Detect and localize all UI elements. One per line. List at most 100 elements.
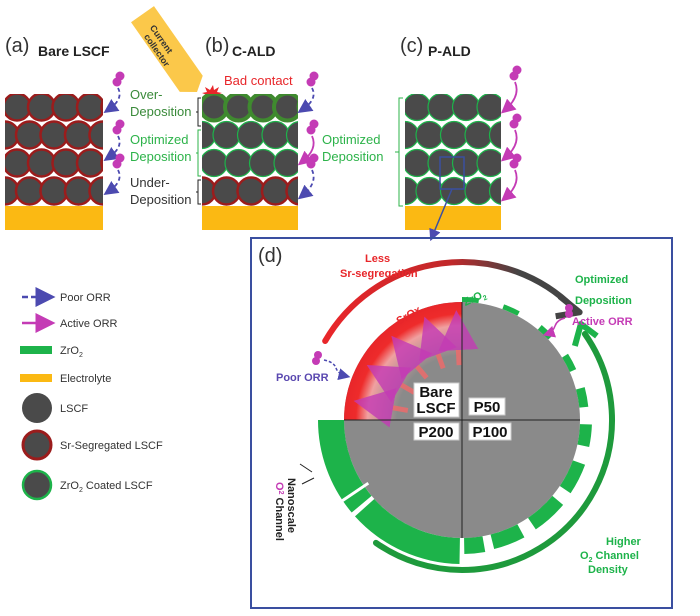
higher-o2-channel-density-arrow — [372, 330, 615, 574]
zro2-deposit — [464, 536, 486, 554]
lscf-particle — [367, 178, 394, 205]
legend-item: Electrolyte — [20, 373, 111, 385]
sr-segregated-circle-icon — [21, 429, 53, 461]
lscf-particle-stack — [202, 94, 298, 206]
legend-item: Sr-Segregated LSCF — [21, 429, 163, 461]
lscf-particle-stack — [5, 94, 103, 206]
legend-text: Poor ORR — [60, 292, 111, 304]
o2-molecule-icon — [306, 159, 316, 169]
lscf-particle — [63, 176, 94, 206]
lscf-particle — [451, 94, 481, 122]
poor-orr-label: Poor ORR — [276, 372, 329, 384]
lscf-particle — [476, 148, 501, 178]
nanoscale-o2-channel — [338, 481, 370, 505]
panel-a-title: Bare LSCF — [38, 43, 110, 59]
zoom-pointer-arrow — [429, 188, 453, 242]
lscf-particle — [464, 176, 493, 206]
bracket — [196, 129, 201, 177]
arrowhead-icon — [555, 293, 583, 320]
panel-d-tag: (d) — [258, 245, 282, 267]
lscf-particle — [212, 120, 241, 150]
sr-diffusion-arrow-icon — [353, 388, 409, 428]
bracket — [196, 179, 201, 205]
optimized-label-1: Optimized — [322, 132, 381, 147]
lscf-particle — [415, 176, 444, 206]
active-orr-label: Active ORR — [572, 316, 633, 328]
panel-b-tag: (b) — [205, 35, 229, 57]
lscf-particle — [488, 121, 501, 149]
o2-molecule-icon — [565, 310, 573, 318]
optimized-label: Optimized — [575, 274, 628, 286]
lscf-particle — [211, 176, 242, 206]
zro2-deposit — [575, 387, 589, 408]
o2-molecule-icon — [112, 125, 122, 135]
lscf-particle — [63, 120, 94, 150]
o2-molecule-icon — [112, 159, 122, 169]
lscf-particle — [439, 120, 469, 150]
legend-label: Active ORR — [60, 318, 118, 330]
zro2-deposit — [577, 424, 592, 448]
sr-diffusion-arrow-icon — [419, 316, 457, 370]
lscf-particle — [75, 148, 103, 178]
quadrant-label-box — [468, 397, 506, 416]
panel-c-tag: (c) — [400, 35, 423, 57]
lscf-particle-stack — [367, 94, 501, 206]
legend-text: ZrO — [60, 480, 79, 492]
o2-molecule-icon — [509, 159, 519, 169]
lscf-particle — [236, 120, 266, 150]
legend-label: LSCF — [60, 403, 88, 415]
lscf-particle — [88, 176, 103, 206]
lscf-particle — [427, 148, 456, 178]
panel-c: (c) P-ALD Optimized Deposition — [322, 35, 522, 242]
lscf-particle — [39, 176, 69, 206]
o2-molecule-icon — [112, 77, 122, 87]
panel-b: (b) C-ALD Current collector Bad contact … — [130, 6, 319, 230]
active-orr-arrow-icon — [500, 129, 518, 162]
legend-text: Sr-Segregated LSCF — [60, 440, 163, 452]
o2-channel-label: O2 Channel — [580, 550, 639, 564]
zro2-deposit — [502, 304, 520, 316]
panel-d: (d) Less Sr-segregation ZrO2 SrOx Optimi… — [250, 237, 673, 609]
orr-arrows — [297, 71, 319, 200]
legend-item: Active ORR — [22, 313, 118, 333]
legend-text: Electrolyte — [60, 373, 111, 385]
poor-orr-arrow-icon — [297, 169, 315, 200]
legend-label: ZrO2 — [60, 345, 83, 359]
legend-item: ZrO2 — [20, 345, 83, 359]
panel-d-frame — [250, 237, 673, 609]
legend-text: ZrO — [60, 345, 79, 357]
deposition-label: Deposition — [575, 295, 632, 307]
o2-channel-vertical-label: O2 Channel — [273, 482, 285, 541]
over-label-2: Deposition — [130, 104, 191, 119]
legend-text: Coated LSCF — [83, 480, 153, 492]
zro2-subscript: 2 — [482, 294, 489, 302]
lscf-particle — [26, 148, 57, 178]
electrolyte-layer — [405, 206, 501, 230]
arrowhead-icon — [571, 320, 599, 347]
o2-molecule-icon — [312, 357, 320, 365]
lscf-particle — [272, 94, 298, 123]
lscf-label: LSCF — [416, 400, 455, 417]
poor-orr-arrows — [103, 71, 125, 196]
o2-molecule-icon — [509, 71, 519, 81]
lscf-particle — [202, 120, 217, 150]
poor-orr-arrow-icon — [103, 169, 121, 196]
o2-molecule-icon — [306, 77, 316, 87]
particle-cross-section — [312, 259, 615, 574]
lscf-particle — [51, 94, 81, 122]
quadrant-label-box — [413, 382, 460, 418]
lscf-particle — [88, 120, 103, 150]
quadrant-label-box — [413, 422, 460, 441]
lscf-particle — [224, 148, 253, 178]
o2-molecule-icon — [565, 304, 573, 312]
legend-text: LSCF — [60, 403, 88, 415]
poor-orr-arrow-icon — [103, 87, 121, 114]
poor-orr-arrow-icon — [297, 87, 315, 114]
lscf-particle — [100, 154, 103, 172]
quadrant-label-box — [468, 422, 512, 441]
optimized-label-2: Deposition — [322, 149, 383, 164]
legend-label: ZrO2 Coated LSCF — [60, 480, 153, 494]
lscf-particle — [488, 177, 501, 205]
lscf-particle — [39, 120, 69, 150]
